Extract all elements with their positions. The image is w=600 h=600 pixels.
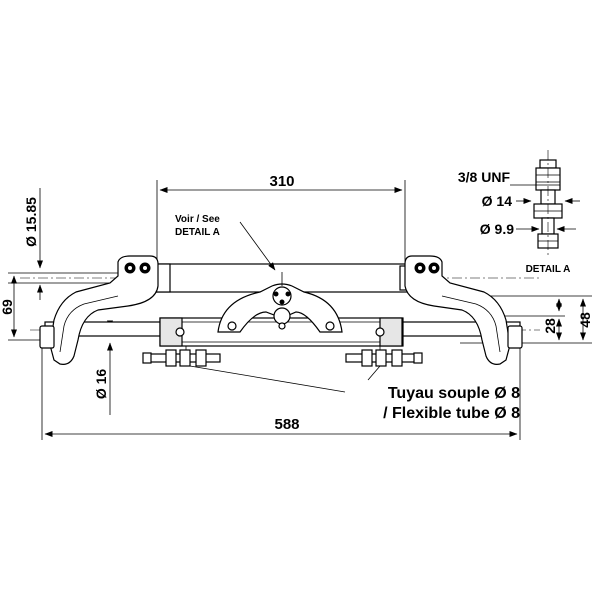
detail-callout-line1: Voir / See bbox=[175, 214, 220, 225]
mounting-bracket bbox=[217, 272, 343, 333]
detail-a-dia-9-9: Ø 9.9 bbox=[480, 221, 514, 237]
detail-callout: Voir / See DETAIL A bbox=[175, 214, 276, 271]
left-tiller-arm bbox=[39, 255, 159, 365]
dimension-310-label: 310 bbox=[269, 173, 294, 190]
tube-label-en: / Flexible tube Ø 8 bbox=[383, 405, 520, 422]
dimension-48-label: 48 bbox=[577, 312, 593, 328]
dimension-69-label: 69 bbox=[0, 299, 15, 315]
detail-a-dia-14: Ø 14 bbox=[482, 193, 513, 209]
hose-fitting-left bbox=[142, 346, 221, 367]
dimension-dia-15-85-label: Ø 15.85 bbox=[23, 197, 39, 247]
right-tiller-arm bbox=[404, 255, 523, 365]
dimension-588-label: 588 bbox=[274, 416, 299, 433]
detail-callout-line2: DETAIL A bbox=[175, 227, 220, 238]
dimension-dia-16-label: Ø 16 bbox=[93, 369, 109, 400]
hose-fitting-right bbox=[345, 346, 423, 367]
tube-label-fr: Tuyau souple Ø 8 bbox=[388, 385, 520, 402]
dimension-310: 310 bbox=[156, 173, 406, 262]
detail-a-drawing: 3/8 UNF Ø 14 Ø 9.9 DETAIL A bbox=[458, 150, 580, 275]
dimension-28-label: 28 bbox=[542, 318, 558, 334]
detail-a-label: DETAIL A bbox=[526, 264, 571, 275]
dimension-28-48: 28 48 bbox=[460, 295, 593, 344]
detail-a-thread: 3/8 UNF bbox=[458, 169, 511, 185]
dimension-588: 588 bbox=[41, 345, 521, 440]
tube-leader-lines bbox=[189, 365, 381, 393]
